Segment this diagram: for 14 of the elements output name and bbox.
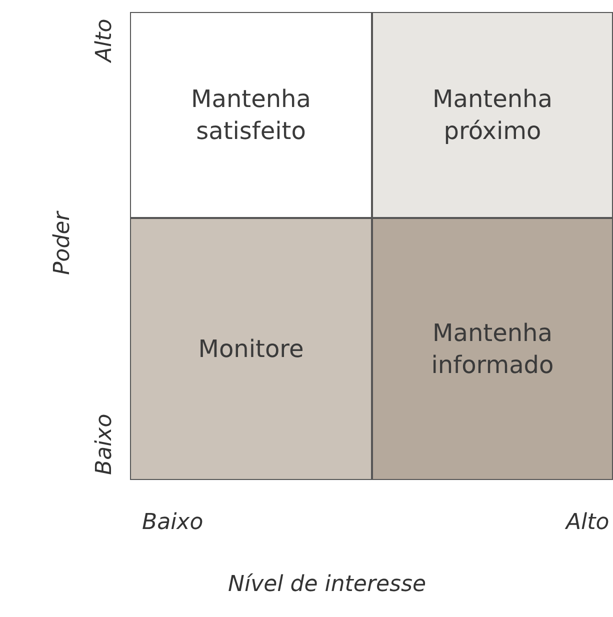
quadrant-label: Mantenha informado bbox=[430, 318, 555, 381]
quadrant-cell bbox=[130, 12, 372, 218]
axis-tick-label: Baixo bbox=[142, 510, 204, 535]
quadrant-label: Mantenha satisfeito bbox=[190, 84, 312, 147]
axis-tick-label: Alto bbox=[566, 510, 610, 535]
quadrant-label: Monitore bbox=[197, 334, 305, 365]
axis-title: Poder bbox=[50, 212, 75, 275]
quadrant-cell bbox=[372, 218, 613, 480]
quadrant-label: Mantenha próximo bbox=[432, 84, 554, 147]
axis-tick-label: Alto bbox=[92, 18, 117, 62]
quadrant-cell bbox=[130, 218, 372, 480]
axis-title: Nível de interesse bbox=[228, 572, 426, 597]
quadrant-cell bbox=[372, 12, 613, 218]
axis-tick-label: Baixo bbox=[92, 414, 117, 475]
